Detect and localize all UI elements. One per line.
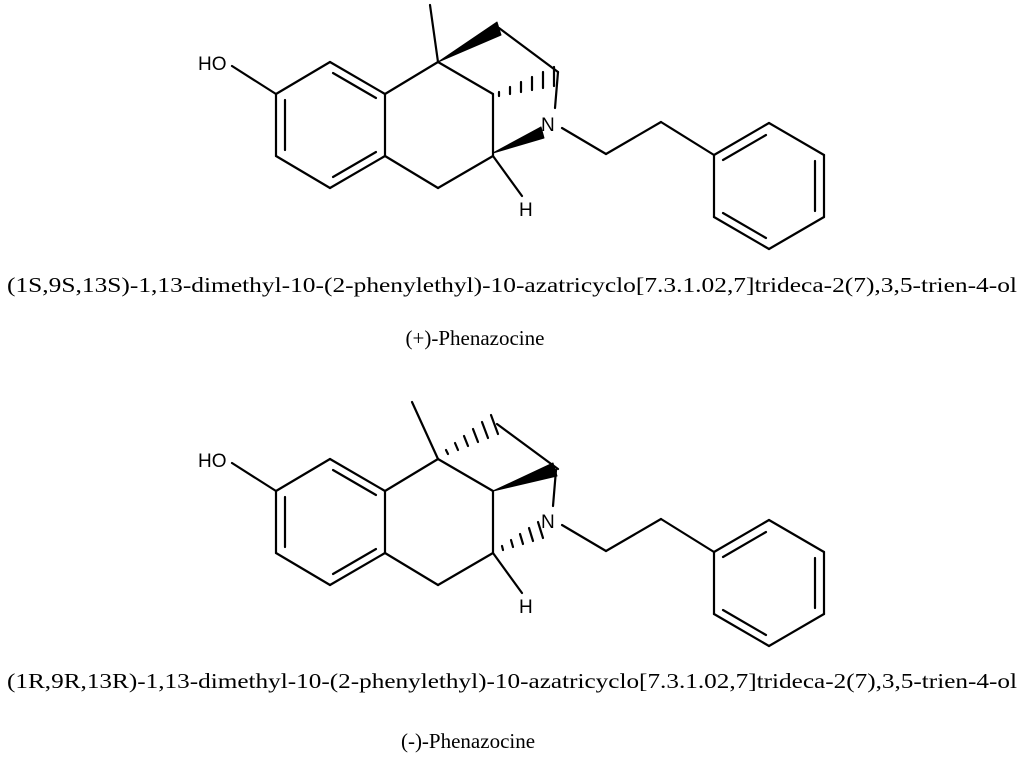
bond (436, 154, 495, 190)
hash-line (527, 526, 535, 543)
hydrogen-label: H (519, 597, 533, 618)
bond (659, 120, 716, 157)
hash-line (471, 427, 480, 444)
nitrogen-label: N (541, 115, 555, 136)
common-name-minus: (-)-Phenazocine (401, 729, 535, 753)
bond (560, 523, 608, 553)
bond (712, 215, 771, 251)
bond (383, 457, 440, 493)
structure-plus-phenazocine: HO N H (198, 3, 826, 251)
bond (328, 457, 387, 493)
bond (553, 70, 560, 110)
bond (767, 612, 826, 648)
bond (328, 551, 387, 587)
bond-methyl (428, 3, 440, 64)
hash-line (462, 434, 470, 448)
bond-hydrogen (491, 154, 524, 198)
bond (495, 422, 560, 471)
bond (383, 551, 440, 587)
hash-line (489, 413, 500, 436)
bond-double (331, 468, 378, 497)
bond (383, 60, 440, 96)
bond-double (331, 150, 378, 179)
hydroxyl-label: HO (198, 451, 227, 472)
hash-line (500, 544, 505, 552)
bond (230, 461, 278, 493)
hydroxyl-label: HO (198, 54, 227, 75)
hash-line (536, 520, 545, 540)
wedge-bond (492, 462, 558, 492)
bond (712, 518, 771, 554)
bond (659, 517, 716, 554)
wedge-bond (437, 21, 502, 63)
bond (328, 154, 387, 190)
wedge-bond (492, 126, 545, 154)
hash-line (453, 441, 460, 452)
bond (560, 126, 608, 156)
bond (767, 215, 826, 251)
bond (328, 60, 387, 96)
bond (383, 154, 440, 190)
bond (274, 60, 332, 96)
bond (274, 457, 332, 493)
bond-methyl (410, 400, 440, 461)
bond (436, 551, 495, 587)
hash-line (509, 538, 515, 549)
bond (767, 518, 826, 554)
bond (274, 551, 332, 587)
bond-double (721, 211, 768, 240)
iupac-name-plus: (1S,9S,13S)-1,13-dimethyl-10-(2-phenylet… (7, 273, 1017, 297)
structure-minus-phenazocine: HO N H (198, 400, 826, 648)
bond-double (721, 133, 768, 162)
hash-line (444, 448, 450, 456)
bond-double (721, 608, 768, 637)
bond (712, 121, 771, 157)
bond-hydrogen (491, 551, 524, 595)
hashed-bond (500, 520, 545, 552)
bond-double (721, 530, 768, 559)
hydrogen-label: H (519, 200, 533, 221)
iupac-name-minus: (1R,9R,13R)-1,13-dimethyl-10-(2-phenylet… (7, 669, 1017, 693)
bond (436, 60, 495, 96)
nitrogen-label: N (541, 512, 555, 533)
hash-line (518, 532, 525, 546)
bond (551, 468, 558, 508)
bond (767, 121, 826, 157)
hashed-bond (497, 65, 556, 98)
bond (274, 154, 332, 190)
bond (604, 120, 663, 156)
common-name-plus: (+)-Phenazocine (406, 326, 545, 350)
bond (712, 612, 771, 648)
bond (230, 64, 278, 96)
bond (436, 457, 495, 493)
bond-double (331, 547, 378, 576)
hashed-bond (444, 413, 500, 456)
bond (604, 517, 663, 553)
bond-double (331, 71, 378, 100)
hash-line (480, 420, 490, 440)
bond (497, 26, 560, 74)
